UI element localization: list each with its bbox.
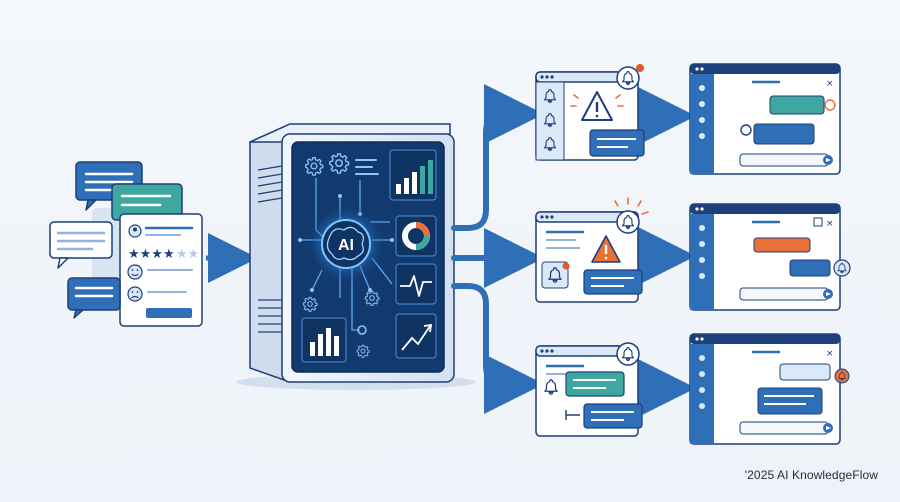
alert-window-1 (535, 64, 645, 161)
notification-dot (636, 64, 644, 72)
warning-icon (581, 91, 613, 121)
user-icon (740, 124, 752, 136)
alert-window-3 (535, 342, 643, 437)
donut-chart-icon (395, 215, 437, 257)
chat-bubble-white (49, 221, 113, 269)
arrow-to-alert-1 (451, 84, 544, 231)
review-card: ★★★★ ★★ (119, 213, 203, 327)
star-icon: ★★★★ (128, 247, 175, 262)
credit-text: '2025 AI KnowledgeFlow (744, 468, 878, 482)
alert-window-2 (535, 197, 649, 303)
ai-badge-text: AI (338, 237, 354, 254)
chart-icon (301, 317, 347, 363)
svg-text:×: × (826, 79, 834, 89)
warning-icon (591, 235, 621, 263)
star-rating: ★★★★ ★★ (128, 247, 199, 262)
arrow-to-alert-3 (451, 283, 544, 414)
ai-server: AI (236, 123, 476, 390)
svg-text:×: × (826, 349, 834, 359)
smiley-icon (127, 264, 143, 280)
pulse-icon (395, 263, 437, 305)
user-icon (824, 99, 836, 111)
trend-chart-icon (395, 313, 437, 359)
chat-window-2: × (689, 203, 851, 311)
svg-text:★★: ★★ (176, 247, 199, 262)
sad-face-icon (127, 286, 143, 302)
chat-bubble-blue-bottom (67, 277, 121, 319)
routing-arrows (451, 84, 696, 418)
feedback-sources: ★★★★ ★★ (49, 161, 203, 327)
server-vents (257, 165, 283, 333)
chat-window-1: × (689, 63, 841, 175)
chart-icon (389, 149, 437, 201)
chat-window-3: × (689, 333, 850, 445)
svg-text:×: × (826, 219, 834, 229)
